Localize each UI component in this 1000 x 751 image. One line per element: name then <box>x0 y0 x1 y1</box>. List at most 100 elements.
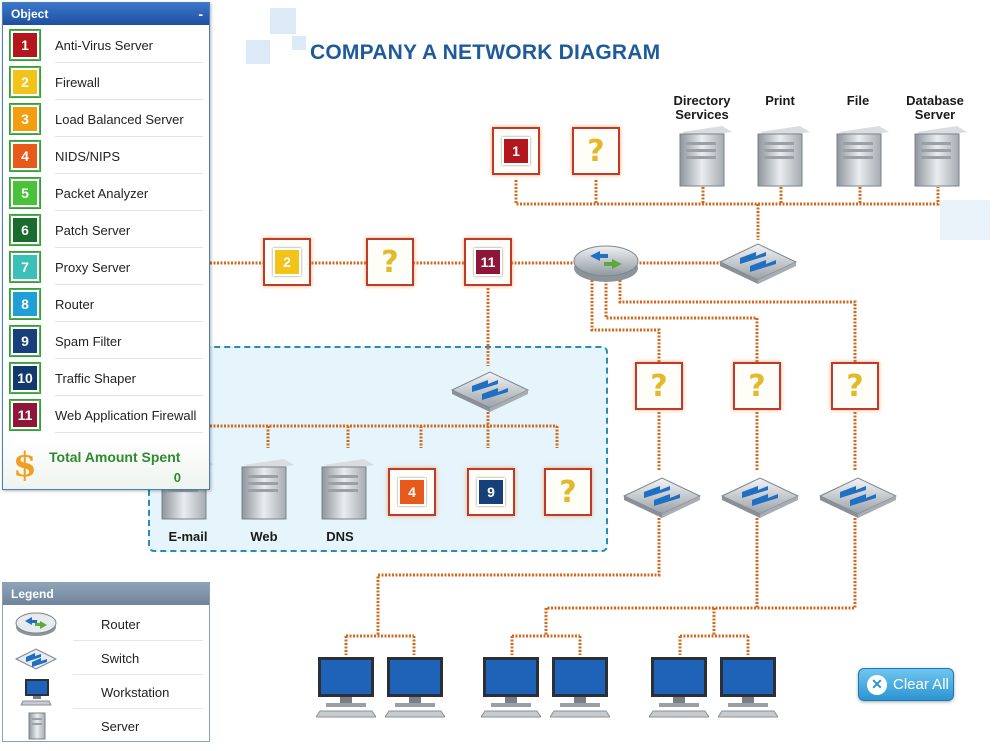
switch-branch-2 <box>721 477 799 518</box>
object-tile-frame: 8 <box>9 288 41 320</box>
slot-waf[interactable]: 11 <box>464 238 512 286</box>
slot-top-1[interactable]: 1 <box>492 127 540 175</box>
slot-dmz-empty[interactable]: ? <box>544 468 592 516</box>
router-main <box>573 245 639 282</box>
workstation <box>718 656 778 718</box>
object-item-label: Spam Filter <box>55 334 122 349</box>
label-file: File <box>846 93 870 108</box>
divider <box>55 99 203 100</box>
object-tile-frame: 3 <box>9 103 41 135</box>
object-number-tile: 9 <box>11 327 39 355</box>
server-dns <box>321 458 374 520</box>
legend-label-workstation: Workstation <box>101 685 170 700</box>
label-dns: DNS <box>326 529 354 544</box>
nids-tile: 4 <box>398 478 426 506</box>
object-panel-title: Object <box>11 7 49 21</box>
switch-core <box>719 243 797 284</box>
object-number-tile: 1 <box>11 31 39 59</box>
divider <box>73 708 203 709</box>
slot-branch-1[interactable]: ? <box>635 362 683 410</box>
total-value: 0 <box>173 470 181 485</box>
object-item-anti-virus-server[interactable]: 1 Anti-Virus Server <box>3 26 209 63</box>
clear-all-label: Clear All <box>893 676 949 693</box>
divider <box>55 210 203 211</box>
total-label: Total Amount Spent <box>49 449 181 465</box>
question-icon: ? <box>381 244 399 280</box>
divider <box>55 136 203 137</box>
object-tile-frame: 11 <box>9 399 41 431</box>
object-item-router[interactable]: 8 Router <box>3 285 209 322</box>
slot-firewall[interactable]: 2 <box>263 238 311 286</box>
object-item-nids-nips[interactable]: 4 NIDS/NIPS <box>3 137 209 174</box>
legend-row-workstation: Workstation <box>3 675 209 709</box>
slot-main-empty[interactable]: ? <box>366 238 414 286</box>
workstation <box>550 656 610 718</box>
object-tile-frame: 5 <box>9 177 41 209</box>
minimize-button[interactable]: - <box>198 6 203 22</box>
legend-label-switch: Switch <box>101 651 140 666</box>
question-icon: ? <box>559 474 577 510</box>
object-number-tile: 2 <box>11 68 39 96</box>
slot-branch-2[interactable]: ? <box>733 362 781 410</box>
object-item-proxy-server[interactable]: 7 Proxy Server <box>3 248 209 285</box>
question-icon: ? <box>587 133 605 169</box>
object-item-label: Patch Server <box>55 223 131 238</box>
question-icon: ? <box>846 368 864 404</box>
object-item-label: Web Application Firewall <box>55 408 197 423</box>
spam-filter-tile: 9 <box>477 478 505 506</box>
server-web <box>241 458 294 520</box>
switch-icon <box>14 648 58 670</box>
server-icon <box>28 712 46 740</box>
page-title: COMPANY A NETWORK DIAGRAM <box>310 41 661 64</box>
object-tile-frame: 10 <box>9 362 41 394</box>
object-panel: Object - 1 Anti-Virus Server 2 Firewall 3 Loa… <box>2 2 210 490</box>
legend-panel: Legend Router Switch <box>2 582 210 742</box>
question-icon: ? <box>650 368 668 404</box>
legend-row-router: Router <box>3 607 209 641</box>
object-item-web-application-firewall[interactable]: 11 Web Application Firewall <box>3 396 209 433</box>
object-number-tile: 4 <box>11 142 39 170</box>
object-number-tile: 10 <box>11 364 39 392</box>
label-print: Print <box>765 93 795 108</box>
workstation <box>385 656 445 718</box>
decor-square <box>292 36 306 50</box>
label-database-server: Database Server <box>906 93 964 122</box>
slot-dmz-spam[interactable]: 9 <box>467 468 515 516</box>
clear-all-button[interactable]: ✕ Clear All <box>858 668 954 701</box>
switch-branch-1 <box>623 477 701 518</box>
router-icon <box>15 612 57 636</box>
slot-dmz-nids[interactable]: 4 <box>388 468 436 516</box>
object-item-label: Anti-Virus Server <box>55 38 154 53</box>
workstation <box>316 656 376 718</box>
object-item-label: NIDS/NIPS <box>55 149 121 164</box>
object-item-spam-filter[interactable]: 9 Spam Filter <box>3 322 209 359</box>
object-item-label: Packet Analyzer <box>55 186 149 201</box>
object-item-packet-analyzer[interactable]: 5 Packet Analyzer <box>3 174 209 211</box>
dollar-icon: $ <box>13 445 37 485</box>
anti-virus-tile: 1 <box>502 137 530 165</box>
object-item-label: Load Balanced Server <box>55 112 184 127</box>
object-item-load-balanced-server[interactable]: 3 Load Balanced Server <box>3 100 209 137</box>
object-item-firewall[interactable]: 2 Firewall <box>3 63 209 100</box>
object-item-label: Proxy Server <box>55 260 131 275</box>
close-icon: ✕ <box>867 674 887 695</box>
label-directory-services: Directory Services <box>673 93 731 122</box>
slot-top-empty[interactable]: ? <box>572 127 620 175</box>
object-number-tile: 8 <box>11 290 39 318</box>
divider <box>55 173 203 174</box>
server-file <box>836 125 889 187</box>
total-amount-spent: $ Total Amount Spent 0 <box>3 439 209 489</box>
server-print <box>757 125 810 187</box>
decor-square <box>270 8 296 34</box>
object-item-label: Firewall <box>55 75 100 90</box>
object-item-label: Router <box>55 297 95 312</box>
slot-branch-3[interactable]: ? <box>831 362 879 410</box>
switch-branch-3 <box>819 477 897 518</box>
dmz-zone <box>148 346 608 552</box>
divider <box>55 247 203 248</box>
object-number-tile: 7 <box>11 253 39 281</box>
server-database <box>914 125 967 187</box>
waf-tile: 11 <box>474 248 502 276</box>
